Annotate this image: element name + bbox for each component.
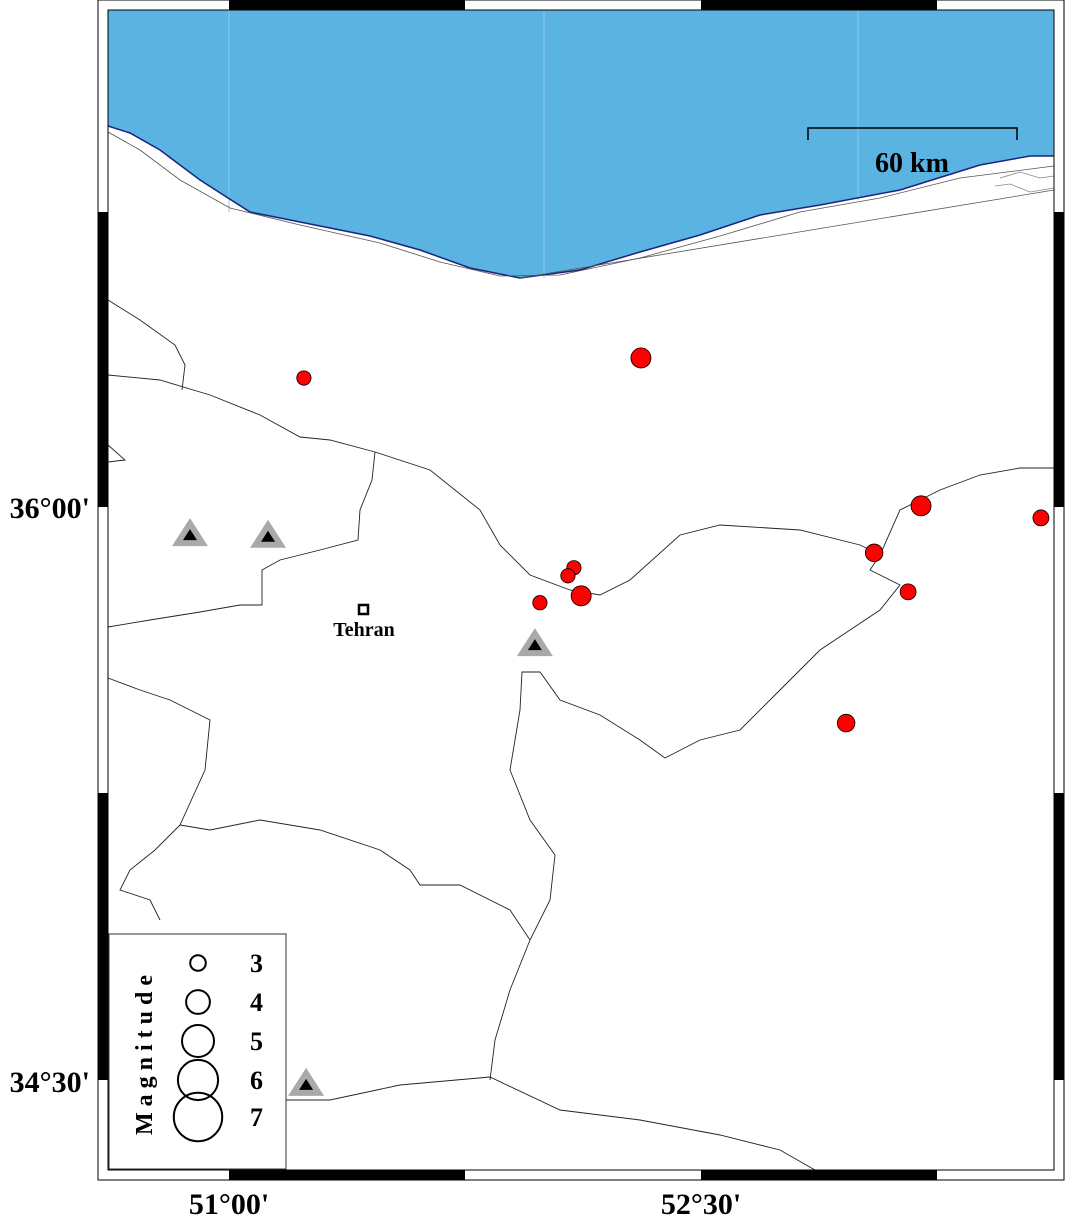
earthquake-event [630,347,652,369]
map-frame [97,0,1065,1181]
legend-label: 5 [250,1027,263,1056]
events-layer [296,347,1050,733]
scale-bar-label: 60 km [875,148,949,179]
seismic-station-icon [516,628,553,657]
legend-circle [181,1024,215,1058]
province-boundaries [107,299,1054,1171]
legend-circle [176,1058,220,1102]
legend-circle [185,989,211,1015]
seismic-station-icon [171,518,208,547]
earthquake-event [864,543,884,563]
earthquake-event [910,495,932,517]
x-tick-label: 52°30' [661,1188,741,1219]
earthquake-event [836,713,856,733]
seismic-station-icon [250,519,287,548]
city-label: Tehran [333,619,395,641]
legend-label: 6 [250,1066,263,1095]
y-tick-label: 36°00' [10,492,90,525]
legend-label: 4 [250,988,263,1017]
city-tehran: Tehran [333,603,395,641]
earthquake-event [570,585,592,607]
earthquake-event [532,595,548,611]
earthquake-event [1032,509,1050,527]
legend-circle [189,954,207,972]
earthquake-event [296,370,312,386]
y-tick-label: 34°30' [10,1066,90,1099]
legend-label: 3 [250,949,263,978]
legend-title: Magnitude [132,969,158,1135]
legend-label: 7 [250,1103,263,1132]
earthquake-event [560,568,576,584]
coastline [107,125,1055,279]
legend-circle [172,1091,224,1143]
scale-bar: 60 km [807,127,1018,179]
city-marker-icon [357,603,370,616]
earthquake-event [899,583,917,601]
x-tick-label: 51°00' [189,1188,269,1219]
stations-layer [171,518,553,1096]
magnitude-legend: Magnitude 3 4 5 6 7 [108,933,287,1170]
caspian-sea [108,10,1054,278]
seismic-station-icon [288,1067,325,1096]
grid-lines [228,10,859,278]
